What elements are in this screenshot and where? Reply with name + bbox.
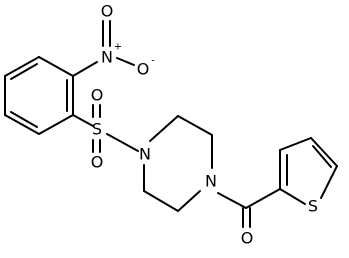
atom-o-nitro-top: O bbox=[101, 2, 114, 21]
charge-minus: - bbox=[151, 56, 155, 67]
c-s-bond bbox=[72, 114, 94, 127]
ring-bond bbox=[38, 114, 74, 135]
atom-n-piperazine-right: N bbox=[205, 172, 217, 191]
charge-plus: + bbox=[114, 42, 122, 53]
atom-n-nitro: N bbox=[101, 48, 113, 67]
ring-double-bond bbox=[10, 111, 38, 128]
ring-bond bbox=[310, 137, 338, 167]
ring-bond bbox=[4, 56, 40, 77]
ring-double-bond bbox=[312, 145, 332, 168]
atom-o-sulfonyl-bottom: O bbox=[91, 153, 104, 172]
ring-bond bbox=[320, 165, 338, 199]
ring-double-bond bbox=[10, 63, 38, 80]
s-n-bond bbox=[106, 133, 139, 152]
ring-bond bbox=[38, 56, 74, 77]
ring-bond bbox=[177, 115, 213, 136]
atom-n-piperazine-left: N bbox=[139, 145, 151, 164]
c-c-bond bbox=[245, 188, 281, 209]
ring-bond bbox=[177, 190, 201, 212]
atom-o-sulfonyl-top: O bbox=[91, 86, 104, 105]
atom-s-sulfonyl: S bbox=[92, 120, 102, 139]
ring-bond bbox=[149, 115, 179, 142]
atom-o-carbonyl: O bbox=[241, 229, 254, 248]
atom-s-thiophene: S bbox=[308, 197, 318, 216]
n-c-bond bbox=[217, 192, 247, 209]
ring-bond bbox=[279, 188, 306, 205]
ring-bond bbox=[143, 190, 179, 212]
bonds bbox=[4, 20, 338, 228]
n-o-bond bbox=[116, 57, 135, 66]
ring-bond bbox=[279, 137, 312, 151]
atoms: N + O O - S O O N N O S bbox=[91, 2, 318, 248]
ring-bond bbox=[4, 114, 40, 135]
c-n-bond bbox=[72, 61, 98, 77]
atom-o-nitro-right: O bbox=[137, 60, 150, 79]
